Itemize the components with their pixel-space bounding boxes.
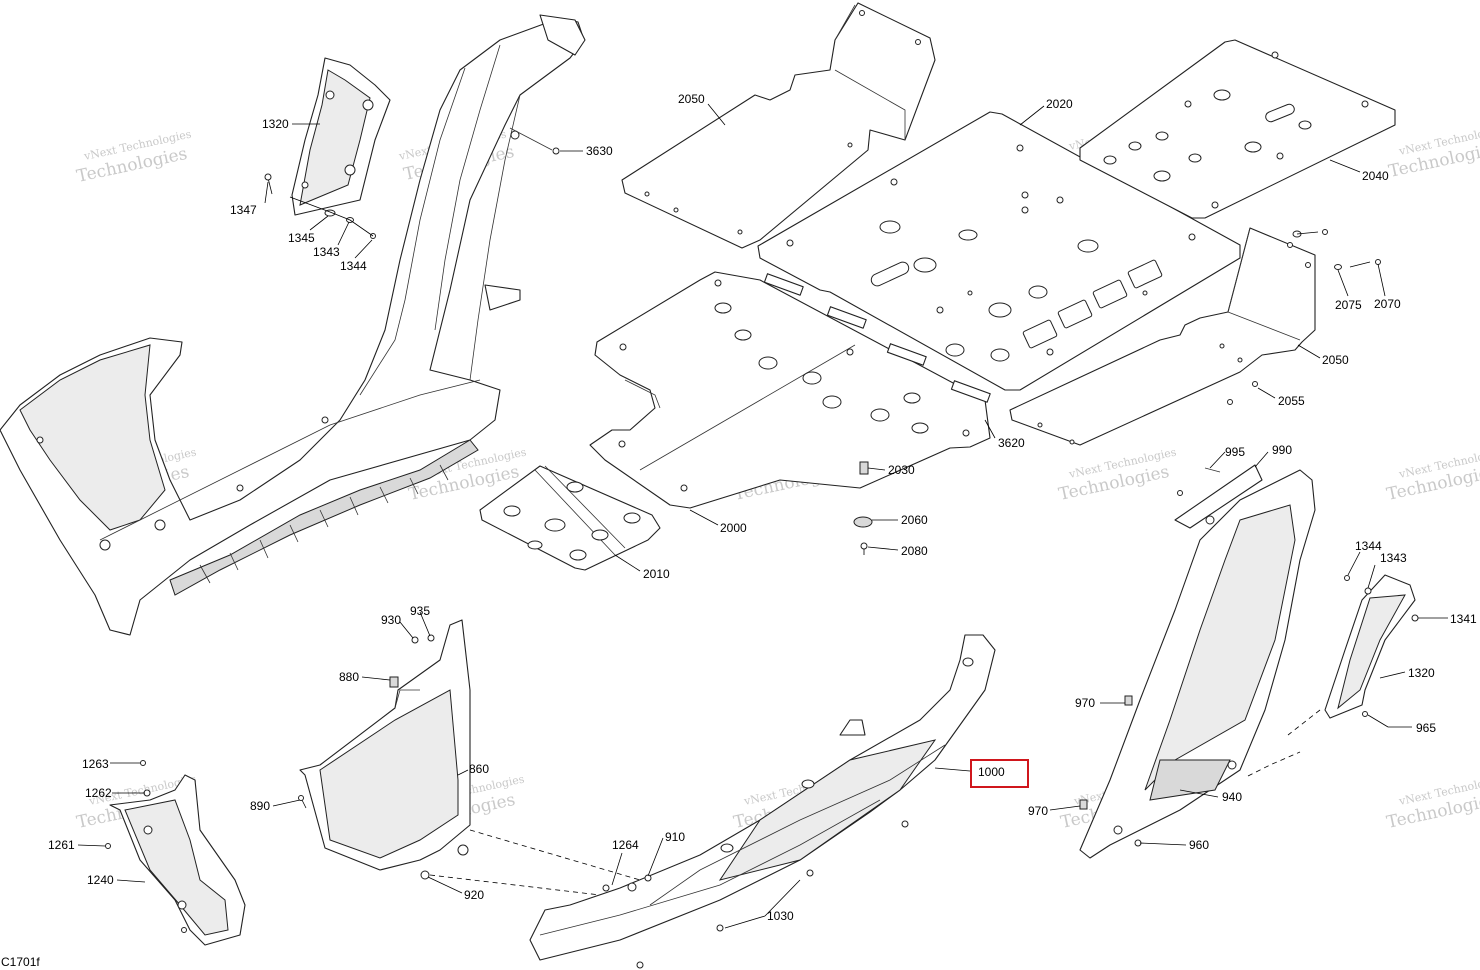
part-number-label: 935 [410,604,430,618]
part-number-label: 2000 [720,521,747,535]
part-number-label: 880 [339,670,359,684]
part-number-label: 3630 [586,144,613,158]
leader-lines [77,103,1448,929]
part-number-label: 990 [1272,443,1292,457]
floor-plate-2010 [479,465,661,571]
part-number-label: 2050 [1322,353,1349,367]
clips-970 [1079,695,1142,847]
part-number-label: 2075 [1335,298,1362,312]
part-number-label: 2080 [901,544,928,558]
screw-3630 [509,127,583,155]
left-side-panel [0,14,586,636]
fasteners-upper-left [264,173,376,239]
part-number-label: 1345 [288,231,315,245]
part-number-label: 1263 [82,757,109,771]
part-number-label: 1320 [262,117,289,131]
part-number-label: 1320 [1408,666,1435,680]
floor-panel-2020-center [757,111,1241,391]
part-number-label: 970 [1028,804,1048,818]
part-number-label: 1030 [767,909,794,923]
part-number-label: 890 [250,799,270,813]
part-number-label: 960 [1189,838,1209,852]
floor-strips [763,273,991,403]
part-number-label: 1262 [85,786,112,800]
part-number-label: 2020 [1046,97,1073,111]
part-number-label: 970 [1075,696,1095,710]
part-labels: 1320 1347 1345 1343 1344 3630 2050 2020 … [1,92,1477,969]
part-number-label: 1343 [313,245,340,259]
part-number-label: 910 [665,830,685,844]
floor-panel-2050-left [621,2,936,249]
part-number-label: 860 [469,762,489,776]
part-number-label: 2010 [643,567,670,581]
part-number-label: 3620 [998,436,1025,450]
part-number-label: 1341 [1450,612,1477,626]
part-number-label: 965 [1416,721,1436,735]
highlight-box [970,759,1029,788]
part-number-label: 1240 [87,873,114,887]
part-number-label: 1261 [48,838,75,852]
part-number-label: 1344 [340,259,367,273]
part-number-label: 2060 [901,513,928,527]
part-number-label: 2050 [678,92,705,106]
part-number-label: 2070 [1374,297,1401,311]
part-number-label: 1343 [1380,551,1407,565]
part-number-label: 2030 [888,463,915,477]
part-number-label: 995 [1225,445,1245,459]
part-number-label: 2040 [1362,169,1389,183]
part-number-label: 920 [464,888,484,902]
floor-panel-2000 [589,271,991,509]
rocker-panel-1000 [429,634,996,969]
part-number-label: 940 [1222,790,1242,804]
side-trim-panel-upper-left [291,57,391,216]
lower-trim-panel-1240 [105,760,246,946]
fasteners-center [853,381,1258,555]
bracket-990 [1174,464,1263,529]
floor-panel-2040-right [1079,39,1396,219]
right-side-panel [1079,469,1316,859]
side-trim-panel-right [1247,574,1419,777]
part-number-label: 2055 [1278,394,1305,408]
floor-panel-2050-right [1009,227,1381,446]
part-number-label: 1347 [230,203,257,217]
diagram-code: C1701f [1,955,40,969]
part-number-label: 930 [381,613,401,627]
part-number-label: 1264 [612,838,639,852]
part-number-label: 1344 [1355,539,1382,553]
part-number-label-highlighted[interactable]: 1000 [978,765,1005,779]
lower-trim-panel-860 [298,619,471,880]
